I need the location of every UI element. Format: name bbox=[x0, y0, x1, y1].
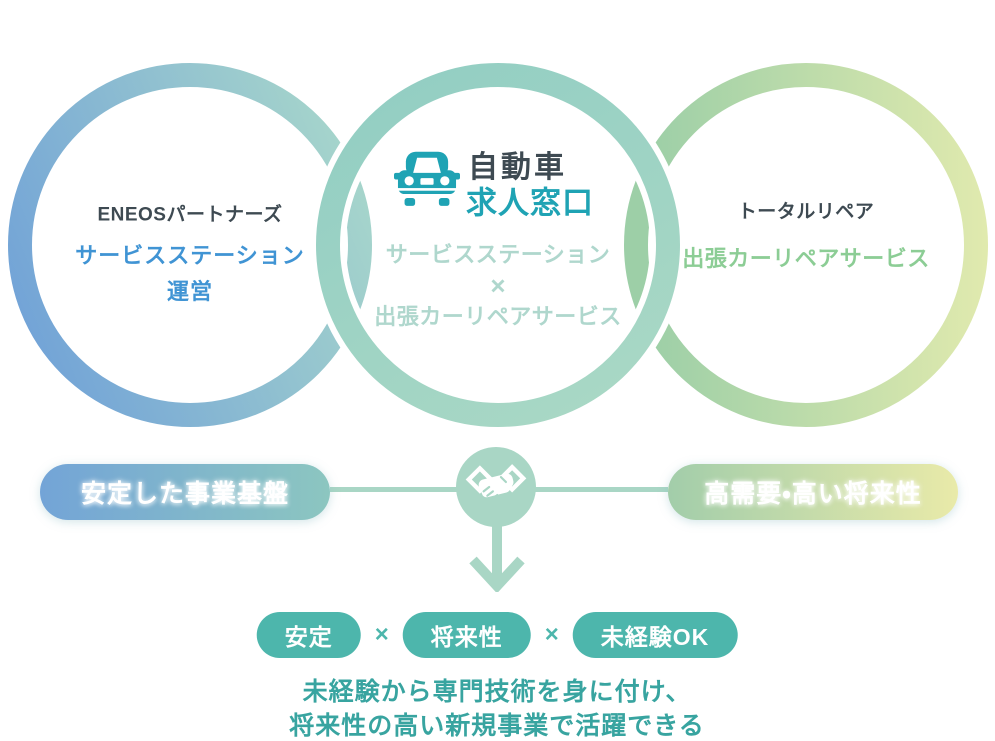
left-circle-line1: サービスステーション bbox=[75, 243, 305, 268]
banner-right: 高需要・高い将来性 bbox=[668, 464, 958, 520]
center-circle-line2: 出張カーリペアサービス bbox=[374, 304, 622, 329]
tag-pill: 未経験OK bbox=[572, 612, 738, 658]
handshake-icon bbox=[465, 464, 527, 501]
tag-pill: 安定 bbox=[256, 612, 361, 658]
ring-center bbox=[310, 57, 686, 433]
tag-label: 未経験OK bbox=[600, 624, 710, 650]
cross-mark: × bbox=[374, 621, 389, 648]
center-cross-mark: × bbox=[490, 270, 506, 301]
left-circle-heading: ENEOSパートナーズ bbox=[97, 204, 283, 226]
down-arrow-icon bbox=[469, 524, 525, 592]
logo-text-top: 自動車 bbox=[468, 151, 567, 184]
ring-left bbox=[2, 57, 378, 433]
venn-rings bbox=[2, 57, 994, 433]
banner-left: 安定した事業基盤 bbox=[40, 464, 330, 520]
car-icon bbox=[394, 151, 460, 206]
center-circle-line1: サービスステーション bbox=[385, 242, 611, 267]
ring-right bbox=[618, 57, 994, 433]
banner-right-label: 高需要・高い将来性 bbox=[704, 480, 922, 508]
right-circle-line1: 出張カーリペアサービス bbox=[682, 246, 930, 271]
tags-row: 安定 × 将来性 × 未経験OK bbox=[256, 612, 738, 658]
left-circle-line2: 運営 bbox=[166, 279, 214, 304]
conclusion-line2: 将来性の高い新規事業で活躍できる bbox=[289, 712, 705, 740]
conclusion-line1: 未経験から専門技術を身に付け、 bbox=[302, 678, 692, 706]
tag-label: 将来性 bbox=[430, 624, 503, 650]
banner-left-label: 安定した事業基盤 bbox=[80, 480, 289, 508]
logo-text-bottom: 求人窓口 bbox=[466, 185, 594, 221]
handshake-badge bbox=[456, 447, 536, 527]
right-circle-heading: トータルリペア bbox=[737, 201, 875, 223]
tag-label: 安定 bbox=[284, 624, 333, 650]
cross-mark: × bbox=[544, 621, 559, 648]
conclusion-text: 未経験から専門技術を身に付け、 将来性の高い新規事業で活躍できる bbox=[289, 675, 705, 741]
tag-pill: 将来性 bbox=[402, 612, 531, 658]
